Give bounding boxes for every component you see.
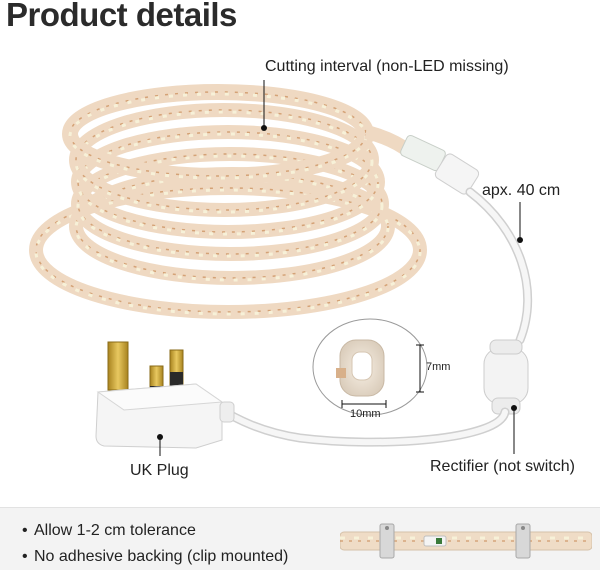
plug-earth-pin [107, 341, 129, 391]
note-item: •Allow 1-2 cm tolerance [22, 522, 196, 539]
page-title: Product details [6, 0, 237, 33]
profile-width-value: 10mm [350, 408, 381, 420]
led-strip-coil [29, 84, 480, 319]
mounting-clip-icon [379, 523, 395, 559]
bullet-icon: • [22, 548, 28, 565]
uk-plug-label: UK Plug [130, 462, 189, 479]
cable-length-label: apx. 40 cm [482, 182, 561, 199]
profile-height-value: 7mm [426, 361, 451, 373]
rectifier-label: Rectifier (not switch) [430, 458, 575, 475]
uk-plug [95, 341, 235, 449]
power-cable-lower [215, 405, 508, 446]
bullet-icon: • [22, 522, 28, 539]
notes-panel: •Allow 1-2 cm tolerance •No adhesive bac… [0, 507, 600, 570]
profile-inset [312, 318, 428, 416]
clip-mounted-strip-image [340, 523, 592, 559]
rectifier [483, 339, 529, 415]
note-item: •No adhesive backing (clip mounted) [22, 548, 289, 565]
power-cable-upper [467, 189, 531, 343]
product-illustration [29, 80, 533, 456]
mounting-clip-icon [515, 523, 531, 559]
callout-lines [157, 80, 523, 456]
cutting-interval-label: Cutting interval (non-LED missing) [265, 58, 509, 75]
